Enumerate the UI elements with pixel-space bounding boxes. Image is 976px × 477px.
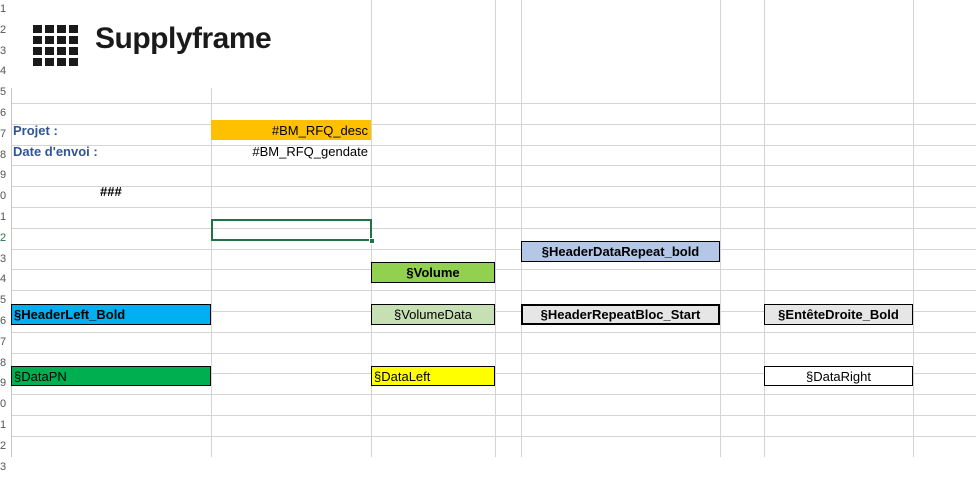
data-right-cell[interactable]: §DataRight bbox=[764, 366, 913, 386]
row-header[interactable]: 3 bbox=[0, 461, 7, 473]
header-left-cell[interactable]: §HeaderLeft_Bold bbox=[11, 304, 211, 325]
row-header[interactable]: 1 bbox=[0, 419, 7, 431]
row-header[interactable]: 8 bbox=[0, 149, 7, 161]
row-header[interactable]: 9 bbox=[0, 169, 7, 181]
row-header[interactable]: 4 bbox=[0, 65, 7, 77]
row-header[interactable]: 6 bbox=[0, 107, 7, 119]
row-header[interactable]: 3 bbox=[0, 45, 7, 57]
header-repeat-bloc-cell[interactable]: §HeaderRepeatBloc_Start bbox=[521, 304, 720, 325]
row-header[interactable]: 0 bbox=[0, 190, 7, 202]
row-header[interactable]: 3 bbox=[0, 253, 7, 265]
row-header[interactable]: 1 bbox=[0, 211, 7, 223]
row-header[interactable]: 2 bbox=[0, 24, 7, 36]
date-label[interactable]: Date d'envoi : bbox=[13, 143, 98, 159]
fill-handle[interactable] bbox=[369, 238, 375, 244]
entete-droite-cell[interactable]: §EntêteDroite_Bold bbox=[764, 304, 913, 325]
projet-value-cell[interactable]: #BM_RFQ_desc bbox=[211, 120, 371, 140]
logo-image: Supplyframe bbox=[11, 0, 277, 88]
hash-overflow-cell[interactable]: ### bbox=[100, 183, 122, 199]
row-header[interactable]: 1 bbox=[0, 3, 7, 15]
date-value-cell[interactable]: #BM_RFQ_gendate bbox=[252, 143, 368, 159]
volume-cell[interactable]: §Volume bbox=[371, 262, 495, 283]
header-data-repeat-cell[interactable]: §HeaderDataRepeat_bold bbox=[521, 241, 720, 262]
data-pn-cell[interactable]: §DataPN bbox=[11, 366, 211, 386]
row-header[interactable]: 8 bbox=[0, 357, 7, 369]
row-header[interactable]: 2 bbox=[0, 232, 7, 244]
row-header[interactable]: 0 bbox=[0, 398, 7, 410]
volume-data-cell[interactable]: §VolumeData bbox=[371, 304, 495, 325]
logo-wordmark: Supplyframe bbox=[95, 22, 272, 55]
row-header[interactable]: 2 bbox=[0, 440, 7, 452]
row-header[interactable]: 7 bbox=[0, 336, 7, 348]
row-header[interactable]: 5 bbox=[0, 86, 7, 98]
grid-logo-icon bbox=[33, 25, 78, 66]
row-header[interactable]: 7 bbox=[0, 128, 7, 140]
projet-label[interactable]: Projet : bbox=[13, 122, 58, 138]
row-header[interactable]: 4 bbox=[0, 273, 7, 285]
row-header[interactable]: 6 bbox=[0, 315, 7, 327]
row-header[interactable]: 5 bbox=[0, 294, 7, 306]
active-cell-selection[interactable] bbox=[211, 219, 372, 241]
data-left-cell[interactable]: §DataLeft bbox=[371, 366, 495, 386]
row-header[interactable]: 9 bbox=[0, 377, 7, 389]
